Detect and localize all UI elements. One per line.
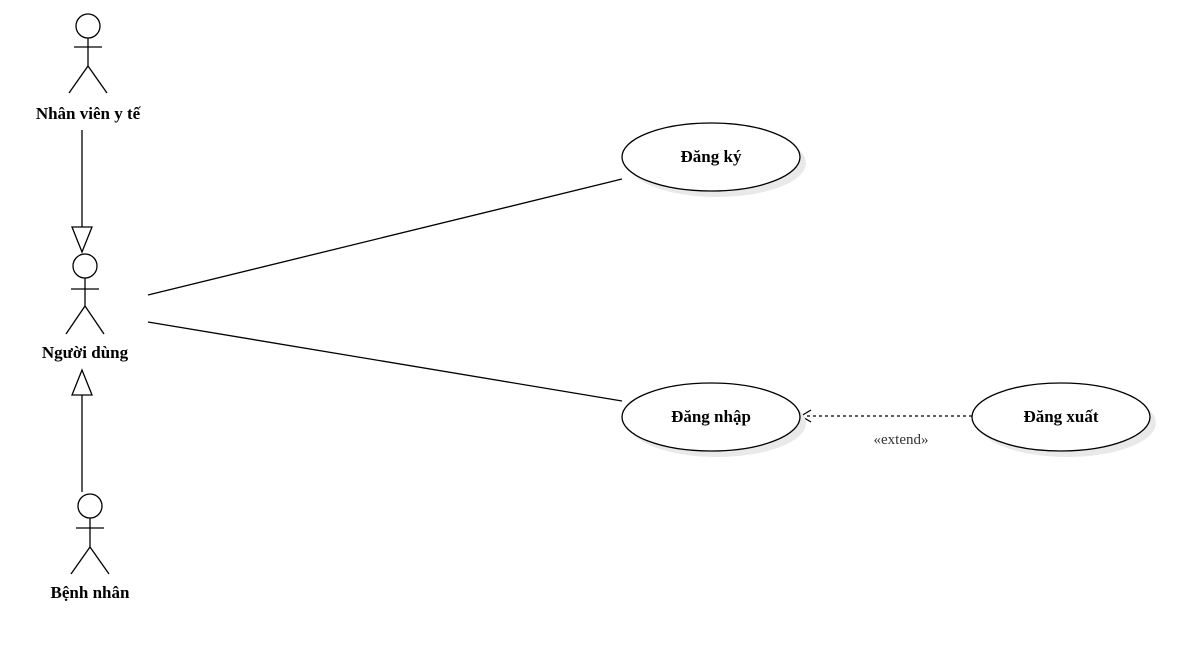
actor-head xyxy=(75,13,101,39)
extend-dependency: «extend» xyxy=(799,409,972,448)
actor-benh-nhan[interactable]: Bệnh nhân xyxy=(51,493,130,602)
use-case-label-dang-xuat: Đăng xuất xyxy=(1023,407,1098,426)
use-case-ellipse xyxy=(621,382,801,452)
association-line-dang-nhap xyxy=(147,321,623,402)
actor-label-nguoi-dung: Người dùng xyxy=(42,343,129,362)
generalization-nhan-vien-to-nguoi-dung xyxy=(71,130,93,254)
actor-head xyxy=(72,253,98,279)
actor-label-benh-nhan: Bệnh nhân xyxy=(51,583,130,602)
actor-nhan-vien-y-te[interactable]: Nhân viên y tế xyxy=(36,13,142,123)
actor-nguoi-dung[interactable]: Người dùng xyxy=(42,253,129,362)
use-case-dang-xuat[interactable]: Đăng xuất xyxy=(971,382,1156,457)
extend-stereotype-label: «extend» xyxy=(874,432,929,448)
use-case-dang-nhap[interactable]: Đăng nhập xyxy=(621,382,806,457)
use-case-label-dang-nhap: Đăng nhập xyxy=(671,407,751,426)
generalization-benh-nhan-to-nguoi-dung xyxy=(71,368,93,492)
actor-head xyxy=(77,493,103,519)
association-line-dang-ky xyxy=(147,178,623,296)
use-case-ellipse xyxy=(621,122,801,192)
actor-label-nhan-vien-y-te: Nhân viên y tế xyxy=(36,104,142,123)
use-case-label-dang-ky: Đăng ký xyxy=(681,147,742,166)
use-case-dang-ky[interactable]: Đăng ký xyxy=(621,122,806,197)
use-case-ellipse xyxy=(971,382,1151,452)
